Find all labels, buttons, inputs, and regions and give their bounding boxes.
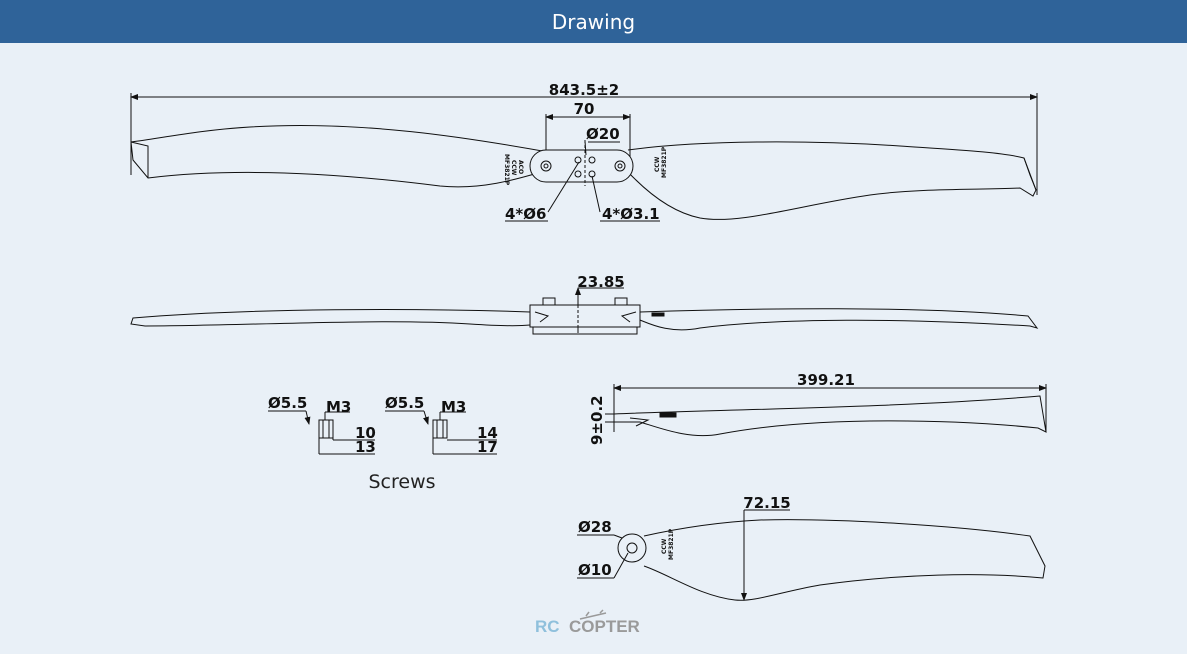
svg-text:CCW: CCW xyxy=(654,156,661,172)
side-bolt-right xyxy=(614,297,628,306)
screws-caption: Screws xyxy=(368,471,435,493)
dim-hub-height: 23.85 xyxy=(577,273,624,291)
side-right-blade xyxy=(639,308,1039,331)
page-title: Drawing xyxy=(551,9,636,34)
dim-center-hole: Ø20 xyxy=(586,125,620,143)
screw-2 xyxy=(385,410,497,455)
right-blade-tip xyxy=(1023,157,1037,191)
dim-chord: 72.15 xyxy=(743,494,790,512)
side-blade-roots xyxy=(534,311,637,323)
hub-bolt-left xyxy=(540,160,552,172)
half-top-bore xyxy=(626,542,638,554)
leader-hole-a xyxy=(547,161,580,213)
half-top-hub xyxy=(617,533,647,563)
mount-hole-3 xyxy=(574,170,582,178)
screw-1 xyxy=(268,410,375,455)
half-side-root xyxy=(629,417,650,427)
mount-hole-2 xyxy=(588,156,596,164)
drone-icon xyxy=(579,609,607,620)
watermark-logo: RC COPTER xyxy=(535,609,640,636)
svg-text:COPTER: COPTER xyxy=(569,617,640,636)
svg-text:MF3821P: MF3821P xyxy=(661,146,668,178)
side-hub-text xyxy=(651,312,665,317)
leader-hub xyxy=(613,534,623,539)
dim-hub-width: 70 xyxy=(574,100,595,118)
screw-1-thread-label: M3 xyxy=(326,398,351,416)
screw-2-head-leader xyxy=(423,410,429,425)
drawing-svg: 843.5±2 70 Ø20 4*Ø6 4*Ø3.1 MF3821P CCW A… xyxy=(130,81,1047,636)
dim-hole-a: 4*Ø6 xyxy=(505,205,546,223)
screw-2-thread-length: 14 xyxy=(477,424,498,442)
hub-text-right: MF3821P CCW xyxy=(654,146,668,178)
dim-hole-b: 4*Ø3.1 xyxy=(602,205,660,223)
half-side-view xyxy=(605,384,1047,437)
dim-overall-length: 843.5±2 xyxy=(549,81,619,99)
dim-hub-diameter: Ø28 xyxy=(578,518,612,536)
leader-bore xyxy=(613,552,629,579)
half-top-blade xyxy=(643,519,1046,601)
screw-1-head xyxy=(318,419,334,439)
header-bar: Drawing xyxy=(0,0,1187,43)
half-side-hub-text xyxy=(659,412,677,418)
svg-text:ACO: ACO xyxy=(517,160,524,174)
hub-bolt-right xyxy=(614,160,626,172)
top-view xyxy=(130,93,1038,222)
screw-1-head-label: Ø5.5 xyxy=(268,394,307,412)
screw-1-head-leader xyxy=(304,410,311,425)
hub-bolt-left-inner xyxy=(543,163,549,169)
svg-text:MF3821P: MF3821P xyxy=(503,154,510,186)
svg-text:CCW: CCW xyxy=(510,160,517,176)
screw-2-total-length: 17 xyxy=(477,438,498,456)
half-side-blade xyxy=(613,395,1047,437)
screw-2-head-label: Ø5.5 xyxy=(385,394,424,412)
hub-text-left: MF3821P CCW ACO xyxy=(503,154,524,186)
dim-half-length: 399.21 xyxy=(797,371,855,389)
dim-bore: Ø10 xyxy=(578,561,612,579)
side-hub-base xyxy=(532,326,638,335)
side-view xyxy=(130,287,1039,335)
screw-1-total-length: 13 xyxy=(355,438,376,456)
drawing-canvas: 843.5±2 70 Ø20 4*Ø6 4*Ø3.1 MF3821P CCW A… xyxy=(0,43,1187,654)
screw-2-thread-label: M3 xyxy=(441,398,466,416)
leader-center-hole xyxy=(584,140,587,156)
svg-text:CCW: CCW xyxy=(661,538,668,554)
right-blade-outline xyxy=(627,141,1037,220)
half-top-hub-text: MF3821P CCW xyxy=(661,528,675,560)
left-blade-outline xyxy=(130,124,549,188)
dim-half-thickness: 9±0.2 xyxy=(588,395,606,445)
screw-2-head xyxy=(432,419,448,439)
side-bolt-left xyxy=(542,297,556,306)
left-blade-tip xyxy=(130,141,149,178)
side-left-blade xyxy=(130,309,531,327)
svg-text:RC: RC xyxy=(535,617,560,636)
leader-hole-b xyxy=(591,175,601,213)
hub-bolt-right-inner xyxy=(617,163,623,169)
svg-text:MF3821P: MF3821P xyxy=(668,528,675,560)
hub-body xyxy=(529,149,634,183)
half-top-view xyxy=(577,509,1046,601)
screw-1-thread-length: 10 xyxy=(355,424,376,442)
